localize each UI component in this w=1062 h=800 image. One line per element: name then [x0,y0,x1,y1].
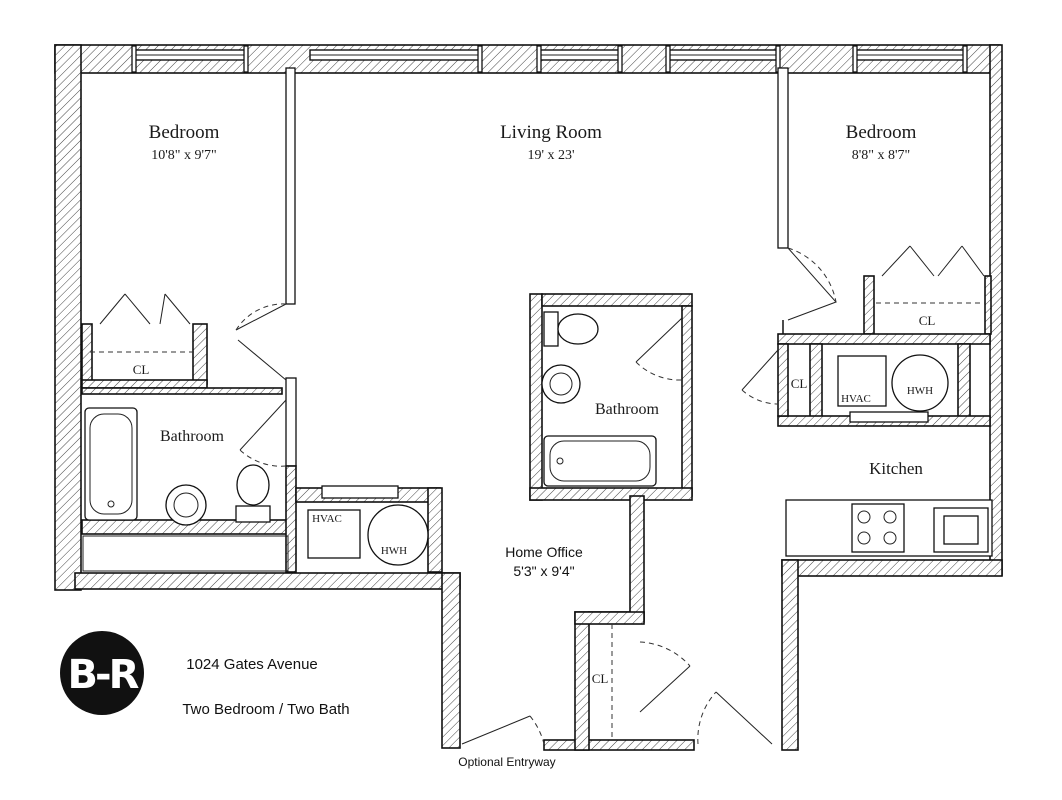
address-text: 1024 Gates Avenue [186,656,318,673]
room-labels: Bedroom 10'8" x 9'7" Living Room 19' x 2… [149,122,924,579]
bedroom-right-name: Bedroom [846,122,917,143]
closet-label-kitchen: CL [791,376,808,391]
closet-label-left: CL [133,362,150,377]
hwh-label-right: HWH [907,385,933,397]
closet-label-office: CL [592,671,609,686]
fixtures [84,311,949,566]
fixture-labels: CL CL CL CL HVAC HWH HVAC HWH Optional E… [133,313,936,769]
hvac-label-right: HVAC [841,393,871,405]
bathroom-left-name: Bathroom [160,428,225,445]
doors [99,245,985,745]
living-room-dims: 19' x 23' [527,148,574,163]
living-room-name: Living Room [500,122,602,143]
bedroom-left-name: Bedroom [149,122,220,143]
hvac-label-left: HVAC [312,513,342,525]
logo-text: B-R [68,652,139,698]
home-office-dims: 5'3" x 9'4" [513,563,574,579]
unit-type-text: Two Bedroom / Two Bath [182,701,349,718]
closet-label-right: CL [919,313,936,328]
optional-entryway-label: Optional Entryway [458,755,555,769]
bedroom-left-dims: 10'8" x 9'7" [151,148,216,163]
hwh-label-left: HWH [381,545,407,557]
bathroom-center-name: Bathroom [595,401,660,418]
windows [131,45,968,73]
exterior-walls [54,44,1003,751]
home-office-name: Home Office [505,544,583,560]
kitchen-name: Kitchen [869,459,923,478]
brand-block: B-R 1024 Gates Avenue Two Bedroom / Two … [60,631,350,718]
logo-badge [60,631,144,715]
interior-walls [81,67,993,625]
bedroom-right-dims: 8'8" x 8'7" [852,148,910,163]
